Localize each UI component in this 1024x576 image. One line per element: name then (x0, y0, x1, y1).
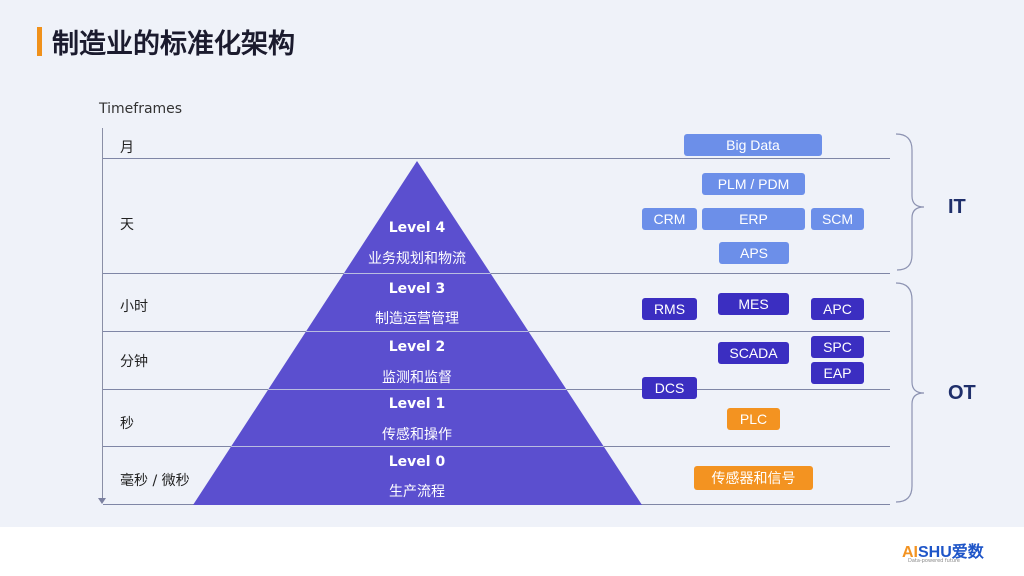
timeframe-hour: 小时 (120, 299, 148, 315)
timeframe-axis (102, 128, 103, 500)
system-apc: APC (811, 298, 864, 320)
level-1-desc: 传感和操作 (382, 427, 452, 443)
system-crm: CRM (642, 208, 697, 230)
pyramid-shape (193, 161, 642, 505)
system-scm: SCM (811, 208, 864, 230)
logo-ai-text: AI (902, 544, 918, 561)
timeframe-minute: 分钟 (120, 354, 148, 370)
system-plm-pdm: PLM / PDM (702, 173, 805, 195)
system-plc: PLC (727, 408, 780, 430)
level-2-title: Level 2 (388, 339, 446, 355)
timeframe-millisecond: 毫秒 / 微秒 (120, 473, 190, 489)
timeframe-month: 月 (120, 140, 134, 156)
level-0-desc: 生产流程 (389, 484, 445, 500)
it-brace-icon (895, 133, 925, 271)
system-rms: RMS (642, 298, 697, 320)
title-accent-bar (37, 27, 42, 56)
timeframe-day: 天 (120, 217, 134, 233)
system-dcs: DCS (642, 377, 697, 399)
separator-month (103, 158, 890, 159)
timeframes-axis-label: Timeframes (99, 101, 183, 117)
system-scada: SCADA (718, 342, 789, 364)
level-1-title: Level 1 (388, 396, 446, 412)
aishu-logo: AISHU爱数 (902, 538, 984, 562)
system-big-data: Big Data (684, 134, 822, 156)
level-2-desc: 监测和监督 (382, 370, 452, 386)
system-sensors-signals: 传感器和信号 (694, 466, 813, 490)
system-mes: MES (718, 293, 789, 315)
axis-arrow-icon (98, 498, 106, 504)
logo-tagline: Data-powered future (908, 558, 961, 564)
page-title: 制造业的标准化架构 (52, 29, 295, 60)
level-3-desc: 制造运营管理 (375, 311, 459, 327)
level-3-title: Level 3 (388, 281, 446, 297)
system-eap: EAP (811, 362, 864, 384)
ot-brace-icon (895, 282, 925, 503)
system-spc: SPC (811, 336, 864, 358)
group-label-it: IT (948, 196, 966, 218)
timeframe-second: 秒 (120, 416, 134, 432)
level-4-desc: 业务规划和物流 (368, 251, 466, 267)
separator-day (103, 273, 890, 274)
system-aps: APS (719, 242, 789, 264)
system-erp: ERP (702, 208, 805, 230)
level-0-title: Level 0 (388, 454, 446, 470)
group-label-ot: OT (948, 382, 976, 404)
level-4-title: Level 4 (388, 220, 446, 236)
logo-shu-text: SHU爱数 (918, 544, 984, 561)
